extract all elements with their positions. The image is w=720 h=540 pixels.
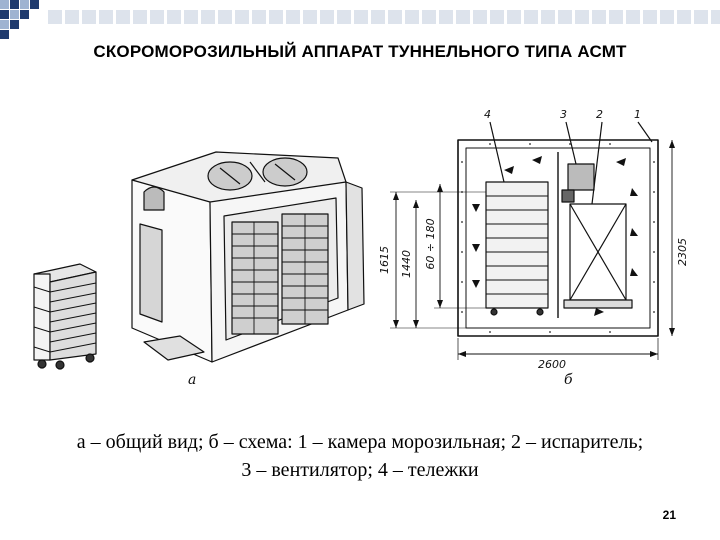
band-cell	[711, 10, 720, 24]
dimension-height-inner: 1440	[400, 250, 413, 278]
band-cell	[116, 10, 130, 24]
band-cell	[388, 10, 402, 24]
band-cell	[422, 10, 436, 24]
band-cell	[456, 10, 470, 24]
tunnel-cabinet-illustration	[131, 151, 365, 363]
band-cell	[320, 10, 334, 24]
band-cell	[269, 10, 283, 24]
caption-line-1: а – общий вид; б – схема: 1 – камера мор…	[76, 431, 644, 453]
checker-decoration	[0, 0, 48, 40]
band-cell	[252, 10, 266, 24]
caption-line-2: 3 – вентилятор; 4 – тележки	[241, 459, 479, 481]
dimension-gap-range: 60 ÷ 180	[424, 218, 437, 269]
band-cell	[592, 10, 606, 24]
dimension-height-outer: 1615	[378, 246, 391, 274]
page-number: 21	[662, 508, 676, 522]
band-cell	[643, 10, 657, 24]
band-cell	[167, 10, 181, 24]
dimension-height-total: 2305	[676, 238, 689, 266]
band-cell	[286, 10, 300, 24]
band-cell	[490, 10, 504, 24]
header-band	[48, 10, 720, 26]
band-cell	[235, 10, 249, 24]
band-cell	[184, 10, 198, 24]
band-cell	[82, 10, 96, 24]
band-cell	[609, 10, 623, 24]
band-cell	[99, 10, 113, 24]
trolley-illustration	[33, 263, 97, 370]
callout-1: 1	[634, 108, 641, 121]
band-cell	[65, 10, 79, 24]
callout-3: 3	[560, 108, 567, 121]
band-cell	[133, 10, 147, 24]
band-cell	[201, 10, 215, 24]
dimension-width: 2600	[538, 358, 566, 371]
band-cell	[473, 10, 487, 24]
technical-figure: 4 3 2 1 2600 2305 1615 1440 60 ÷ 180 а б	[33, 108, 689, 388]
band-cell	[405, 10, 419, 24]
band-cell	[626, 10, 640, 24]
slide-title: СКОРОМОРОЗИЛЬНЫЙ АППАРАТ ТУННЕЛЬНОГО ТИП…	[93, 42, 627, 61]
band-cell	[150, 10, 164, 24]
figure-caption: а – общий вид; б – схема: 1 – камера мор…	[0, 428, 720, 484]
band-cell	[354, 10, 368, 24]
callout-2: 2	[596, 108, 603, 121]
band-cell	[660, 10, 674, 24]
label-b: б	[564, 372, 573, 388]
band-cell	[524, 10, 538, 24]
band-cell	[575, 10, 589, 24]
band-cell	[337, 10, 351, 24]
band-cell	[677, 10, 691, 24]
band-cell	[218, 10, 232, 24]
band-cell	[558, 10, 572, 24]
band-cell	[371, 10, 385, 24]
band-cell	[48, 10, 62, 24]
band-cell	[694, 10, 708, 24]
band-cell	[439, 10, 453, 24]
schematic-diagram	[390, 121, 675, 360]
band-cell	[541, 10, 555, 24]
band-cell	[303, 10, 317, 24]
label-a: а	[188, 372, 196, 388]
callout-4: 4	[484, 108, 491, 121]
band-cell	[507, 10, 521, 24]
